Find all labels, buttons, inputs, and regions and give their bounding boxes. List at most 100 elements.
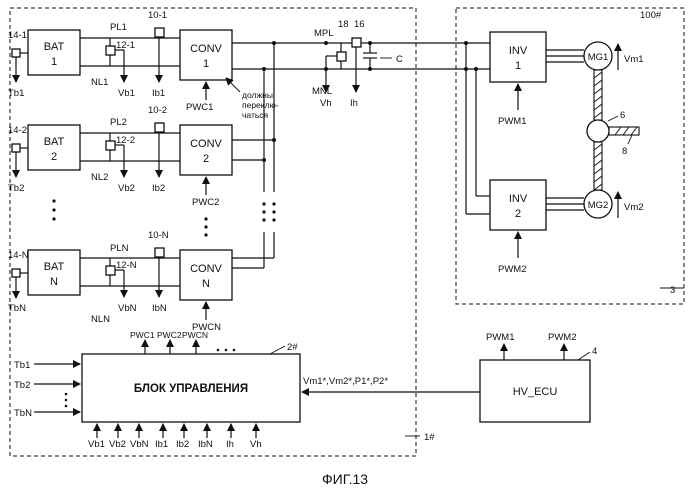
nl-2-label: NL2 [91,172,108,183]
converter-n [180,250,232,300]
control-in-tb2: Tb2 [14,380,30,391]
converter-2 [180,125,232,175]
block-3-label: 3 [670,285,675,296]
current-sensor-1-label: 10-1 [148,10,167,21]
volt-2-signal: Vb2 [118,183,135,194]
converter-1-label: CONV [190,43,222,55]
voltage-sensor-n [106,266,115,275]
current-sensor-1 [155,28,164,37]
hv-ecu-ref: 4 [592,346,597,357]
hv-ecu-label: HV_ECU [513,386,558,398]
vm-2-label: Vm2 [624,202,644,213]
vm-1-label: Vm1 [624,54,644,65]
inverter-2 [490,180,546,230]
hv-ecu-group: HV_ECU PWM1 PWM2 4 [480,332,597,422]
converter-n-label: CONV [190,263,222,275]
shaft-label: 8 [622,146,627,157]
outer-block-label: 1# [424,432,435,443]
nl-n-label: NLN [91,314,110,325]
ih-sensor-label: 16 [354,19,365,30]
temp-sensor-2 [12,144,20,152]
temp-sensor-1-label: 14-1 [8,30,27,41]
pwc-1-signal: PWC1 [186,102,213,113]
motor-1-label: MG1 [588,52,609,63]
inverter-1-label: INV [509,45,528,57]
command-signals: Vm1*,Vm2*,P1*,P2* [303,376,388,387]
mpl-label: MPL [314,28,334,39]
pl-2-label: PL2 [110,117,127,128]
ih-signal: Ih [350,98,358,109]
annotation-line-2: переклю- [242,100,279,110]
temp-1-signal: Tb1 [8,88,24,99]
battery-1-label: BAT [44,41,65,53]
control-in-vh: Vh [250,439,262,450]
motor-2-label: MG2 [588,200,609,211]
inverter-1 [490,32,546,82]
mnl-label: MNL [312,86,332,97]
battery-2-number: 2 [51,151,57,163]
battery-n-label: BAT [44,261,65,273]
power-split-gear: 6 8 [587,70,639,190]
control-out-pwc1: PWC1 [130,330,155,340]
battery-2-label: BAT [44,136,65,148]
voltage-sensor-2 [106,141,115,150]
capacitor: C [363,43,403,69]
control-in-ib1: Ib1 [155,439,168,450]
control-in-vb2: Vb2 [109,439,126,450]
pwm-1-signal: PWM1 [498,116,527,127]
vh-signal: Vh [320,98,332,109]
hv-ecu-pwm1: PWM1 [486,332,515,343]
control-in-vbn: VbN [130,439,149,450]
pl-n-label: PLN [110,243,129,254]
converter-n-number: N [202,278,210,290]
current-sensor-2 [155,123,164,132]
control-block-group: БЛОК УПРАВЛЕНИЯ 2# PWC1 PWC2 PWCN Tb1 Tb… [14,330,480,450]
current-sensor-n-label: 10-N [148,230,169,241]
capacitor-label: C [396,54,403,65]
control-unit-ref: 2# [287,342,298,353]
cur-1-signal: Ib1 [152,88,165,99]
temp-n-signal: TbN [8,303,26,314]
annotation-line-3: чаться [242,110,269,120]
switch-annotation: должны переклю- чаться [226,78,279,120]
temp-2-signal: Tb2 [8,183,24,194]
temp-sensor-2-label: 14-2 [8,125,27,136]
pwm-2-signal: PWM2 [498,264,527,275]
inverter-2-label: INV [509,193,528,205]
cur-2-signal: Ib2 [152,183,165,194]
figure-caption: ФИГ.13 [322,471,368,487]
control-in-ibn: IbN [198,439,213,450]
battery-n-number: N [50,276,58,288]
vh-sensor [337,52,346,61]
volt-n-signal: VbN [118,303,137,314]
converter-1-number: 1 [203,58,209,70]
ih-sensor-group: 16 Ih [350,19,365,109]
temp-sensor-n-label: 14-N [8,250,29,261]
control-in-tb1: Tb1 [14,360,30,371]
cur-n-signal: IbN [152,303,167,314]
pwc-2-signal: PWC2 [192,197,219,208]
control-in-vb1: Vb1 [88,439,105,450]
main-buses: MPL MNL [232,28,490,268]
voltage-sensor-1-label: 12-1 [116,40,135,51]
converter-2-number: 2 [203,153,209,165]
control-out-pwc2: PWC2 [157,330,182,340]
gear-6 [587,120,609,142]
temp-sensor-n [12,269,20,277]
control-in-ih: Ih [226,439,234,450]
volt-1-signal: Vb1 [118,88,135,99]
battery-chain-1: BAT 1 14-1 Tb1 PL1 NL1 12-1 Vb1 10-1 Ib1… [8,10,232,113]
voltage-sensor-2-label: 12-2 [116,135,135,146]
voltage-sensor-n-label: 12-N [116,260,137,271]
pl-1-label: PL1 [110,22,127,33]
control-in-ib2: Ib2 [176,439,189,450]
nl-1-label: NL1 [91,77,108,88]
control-in-tbn: TbN [14,408,32,419]
figure-ref: 100# [640,10,662,21]
inverter-2-number: 2 [515,208,521,220]
current-sensor-n [155,248,164,257]
vh-sensor-label: 18 [338,19,349,30]
converter-1 [180,30,232,80]
battery-chain-n: BAT N 14-N TbN PLN NLN 12-N VbN 10-N IbN… [8,230,232,333]
